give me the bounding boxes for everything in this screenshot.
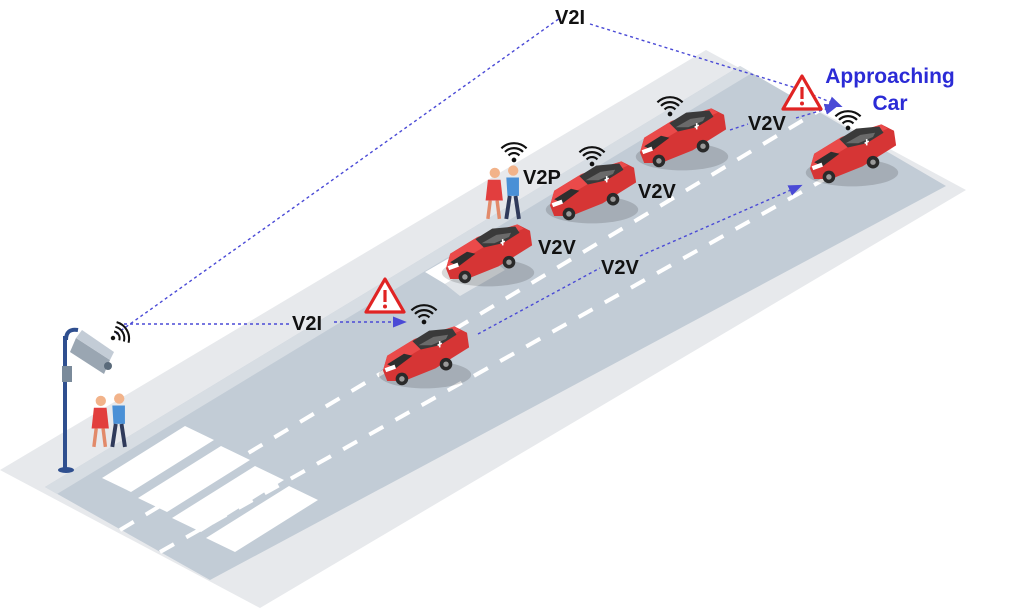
label-approaching-line2: Car [872,92,908,115]
label-v2v: V2V [638,181,676,203]
label-v2p: V2P [523,167,561,189]
traffic-camera-icon [58,327,114,473]
label-approaching-car: Approaching Car [810,66,970,114]
road [45,66,946,580]
label-v2v: V2V [538,237,576,259]
label-v2v: V2V [748,113,786,135]
crosswalk [102,246,505,552]
label-approaching-line1: Approaching [825,65,955,88]
road-edge [45,66,752,494]
wifi-signal-icon [104,318,134,351]
v2v-links [477,103,839,335]
label-v2i-top: V2I [555,7,586,29]
label-v2i-mid: V2I [292,313,323,335]
label-v2v: V2V [601,257,639,279]
